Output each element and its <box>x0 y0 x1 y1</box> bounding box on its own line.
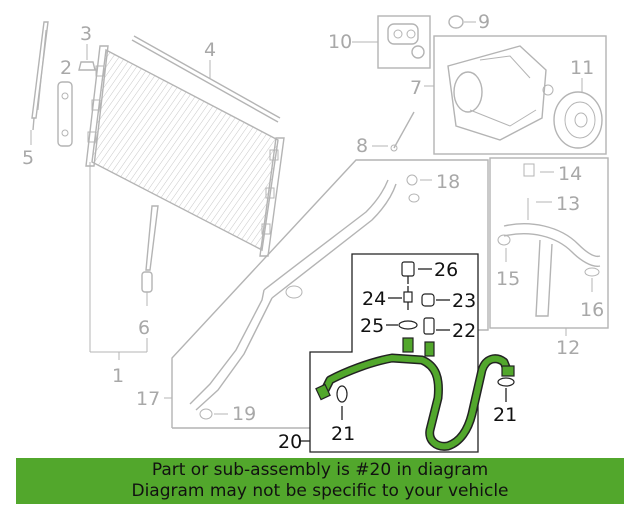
callout-14: 14 <box>558 163 582 185</box>
callout-11: 11 <box>570 57 594 79</box>
callout-21-left: 21 <box>331 423 355 445</box>
part-26-valve <box>401 261 415 284</box>
part-20-ac-line-highlighted <box>315 337 515 451</box>
line-group-20-box <box>300 253 479 453</box>
callout-15: 15 <box>496 268 520 290</box>
callout-16: 16 <box>580 299 604 321</box>
banner-line-1: Part or sub-assembly is #20 in diagram <box>151 460 489 480</box>
callout-8: 8 <box>356 135 368 157</box>
part-21-seal-left <box>336 385 348 420</box>
part-5-bracket <box>31 21 49 131</box>
callout-24: 24 <box>362 288 386 310</box>
callout-5: 5 <box>22 147 34 169</box>
part-11-clutch <box>553 91 603 149</box>
part-10-gasket <box>377 15 431 69</box>
callout-9: 9 <box>478 11 490 33</box>
part-9-oring <box>448 15 476 29</box>
part-2-isolator <box>57 81 73 147</box>
callout-18: 18 <box>436 171 460 193</box>
callout-2: 2 <box>60 57 72 79</box>
part-23-cap <box>421 293 435 307</box>
callout-3: 3 <box>80 23 92 45</box>
part-1-condenser <box>85 45 285 257</box>
line-group-12-box <box>489 157 609 329</box>
callout-13: 13 <box>556 193 580 215</box>
callout-7: 7 <box>410 77 422 99</box>
callout-4: 4 <box>204 39 216 61</box>
part-6-drier <box>141 205 159 306</box>
callout-25: 25 <box>360 315 384 337</box>
part-25-oring <box>398 320 418 330</box>
callout-12: 12 <box>556 337 580 359</box>
banner-line-2: Diagram may not be specific to your vehi… <box>131 481 509 501</box>
callout-22: 22 <box>452 320 476 342</box>
callout-26: 26 <box>434 259 458 281</box>
part-3-bolt <box>78 44 96 71</box>
part-info-banner: Part or sub-assembly is #20 in diagram D… <box>16 458 624 504</box>
callout-1: 1 <box>112 365 124 387</box>
callout-23: 23 <box>452 290 476 312</box>
part-21-seal-right <box>497 377 515 402</box>
compressor-group-box <box>433 35 607 155</box>
parts-diagram: 5 2 3 4 1 6 <box>22 11 609 453</box>
callout-21-right: 21 <box>493 404 517 426</box>
callout-17: 17 <box>136 388 160 410</box>
callout-19: 19 <box>232 403 256 425</box>
callout-20: 20 <box>278 431 302 453</box>
callout-6: 6 <box>138 317 150 339</box>
part-24-valve-core <box>403 286 413 310</box>
line-group-17-box <box>171 159 489 429</box>
part-8-stud <box>390 111 415 152</box>
callout-10: 10 <box>328 31 352 53</box>
part-4-seal <box>131 35 281 123</box>
part-22-valve <box>423 317 435 335</box>
